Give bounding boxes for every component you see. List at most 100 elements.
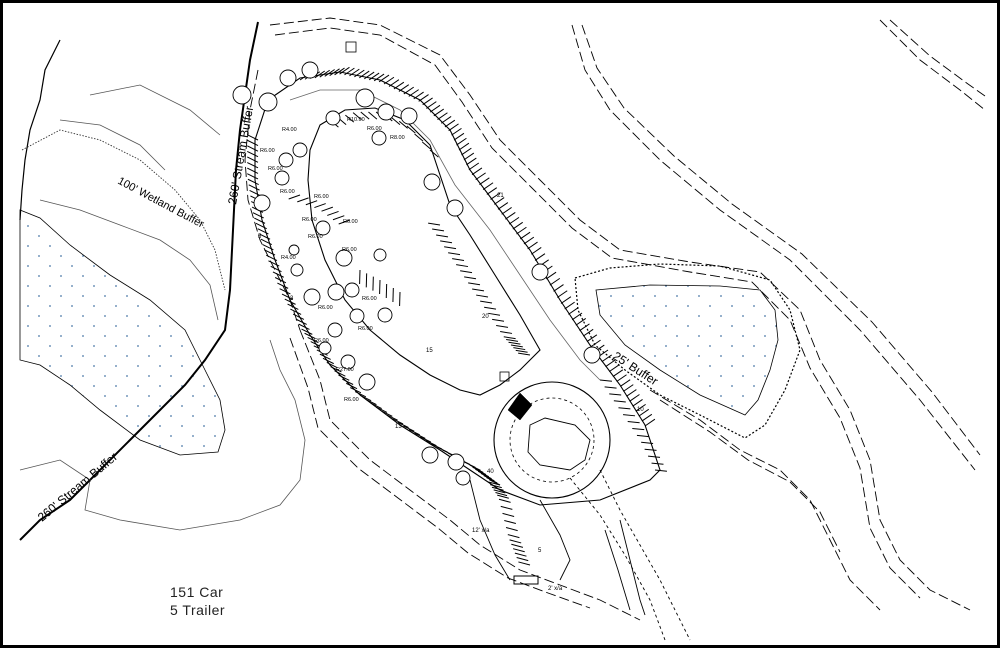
- parking-stall-line: [638, 408, 650, 417]
- entrance-drive: [469, 479, 646, 616]
- radius-label: R4.00: [282, 127, 297, 133]
- parking-stall-line: [609, 393, 622, 396]
- parking-stall-line: [252, 212, 264, 219]
- tree-symbol: [377, 307, 393, 323]
- parking-stall-line: [475, 172, 486, 181]
- parking-stall-line: [376, 406, 388, 413]
- tree-symbol: [327, 322, 343, 338]
- dimension-label: 15: [426, 348, 433, 354]
- parking-stall-line: [429, 104, 441, 113]
- parking-stall-line: [298, 323, 310, 330]
- parking-stall-line: [279, 288, 291, 295]
- parking-stall-line: [484, 306, 497, 310]
- parking-stall-line: [288, 194, 301, 200]
- trailer-count: 5 Trailer: [170, 602, 226, 618]
- tree-symbol: [253, 194, 271, 212]
- parking-stall-line: [616, 374, 627, 382]
- radius-label: R27.00: [336, 367, 354, 373]
- parking-stall-line: [511, 543, 524, 548]
- tree-symbol: [400, 107, 418, 125]
- parking-stall-line: [436, 234, 449, 238]
- parking-stall-line: [510, 344, 523, 348]
- parking-stall-line: [508, 216, 520, 225]
- wetland-buffer-25: [574, 263, 801, 439]
- parking-stall-line: [440, 116, 452, 124]
- parking-stall-line: [493, 489, 506, 494]
- parking-stall-line: [635, 403, 646, 412]
- parking-stall-line: [599, 379, 612, 382]
- parking-stall-line: [254, 217, 266, 224]
- access-road-edge-2: [569, 477, 666, 641]
- parking-stall-line: [259, 233, 271, 240]
- parking-stall-line: [498, 498, 511, 503]
- wetland-area-right: [595, 284, 779, 416]
- parking-stall-line: [605, 359, 616, 368]
- parking-stall-line: [249, 189, 261, 197]
- car-count: 151 Car: [170, 584, 224, 600]
- parking-stall-line: [644, 418, 656, 427]
- tree-symbol: [318, 341, 332, 355]
- parking-stall-line: [277, 282, 289, 289]
- parking-stall-line: [456, 137, 467, 146]
- topo-line-2: [89, 84, 221, 136]
- parking-stall-line: [466, 157, 477, 166]
- parking-lot-outer-edge: [254, 71, 661, 506]
- parking-stall-line: [247, 156, 259, 163]
- parking-stall-line: [365, 398, 377, 406]
- radius-labels: R4.00R6.00R6.00R6.00R10.00R6.00R8.00R6.0…: [260, 117, 405, 403]
- tree-symbol: [274, 170, 290, 186]
- parking-stall-line: [329, 68, 340, 76]
- parking-stall-line: [512, 548, 525, 553]
- radius-label: R6.00: [314, 194, 329, 200]
- parking-stall-line: [247, 134, 259, 141]
- parking-stall-line: [623, 384, 634, 392]
- parking-stall-line: [549, 277, 561, 286]
- parking-stall-line: [512, 221, 523, 230]
- site-contour-far-right-2: [581, 24, 981, 456]
- tree-symbol: [288, 244, 300, 256]
- parking-stall-line: [338, 219, 351, 225]
- parking-stall-line: [500, 505, 513, 510]
- parking-stall-line: [440, 240, 453, 244]
- parking-stall-line: [582, 328, 594, 337]
- parking-stall-line: [507, 534, 520, 539]
- parking-stall-line: [388, 79, 400, 87]
- parking-stall-line: [456, 264, 469, 268]
- parking-stall-line: [321, 206, 334, 212]
- parking-stall-line: [518, 561, 531, 566]
- parking-stall-line: [523, 236, 535, 245]
- tree-symbol: [371, 130, 387, 146]
- parking-stall-line: [623, 414, 636, 417]
- parking-stall-line: [428, 222, 441, 226]
- tree-symbol: [327, 283, 345, 301]
- parking-stall-line: [264, 249, 276, 256]
- tree-symbol: [358, 373, 376, 391]
- parking-stall-line: [627, 421, 640, 424]
- parking-stall-line: [508, 341, 521, 345]
- parking-stall-line: [490, 484, 502, 489]
- parking-stall-line: [304, 332, 316, 340]
- roundabout-inner: [509, 397, 595, 483]
- dimension-label: 10: [637, 407, 644, 413]
- site-contour-left: [244, 69, 301, 331]
- parking-stall-line: [564, 301, 575, 310]
- parking-stall-line: [475, 468, 487, 476]
- parking-stall-line: [641, 441, 654, 445]
- parking-stall-line: [378, 74, 390, 83]
- parking-stall-line: [422, 97, 433, 106]
- parking-stall-line: [437, 112, 448, 120]
- parking-stall-line: [444, 246, 457, 250]
- tree-symbol: [531, 263, 549, 281]
- tree-symbol: [344, 282, 360, 298]
- parking-stall-line: [471, 167, 483, 176]
- access-road-edge: [599, 469, 691, 641]
- trailer-stall: [513, 575, 539, 585]
- site-contour-bottom: [299, 329, 641, 621]
- parking-stall-line: [368, 111, 378, 120]
- parking-stall-line: [644, 448, 657, 451]
- tree-symbol: [349, 308, 365, 324]
- parking-stall-line: [497, 202, 509, 210]
- parking-stall-line: [429, 149, 439, 158]
- radius-label: R6.00: [367, 126, 382, 132]
